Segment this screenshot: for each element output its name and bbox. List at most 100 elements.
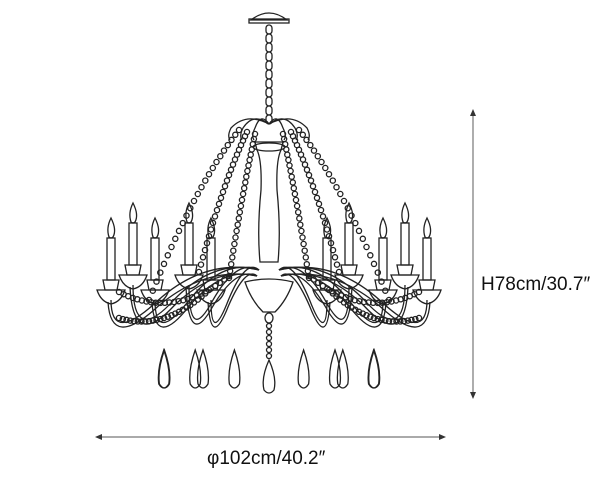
bead-strand <box>228 136 235 144</box>
bead-strand <box>153 278 160 285</box>
center-bowl <box>244 278 294 313</box>
bead-strand <box>157 269 164 276</box>
bead-strand <box>245 162 252 169</box>
crystal-drop <box>157 348 170 389</box>
chain-link <box>265 87 273 98</box>
canopy-base <box>248 18 290 24</box>
bead-swag <box>415 314 423 322</box>
crown-arc <box>252 118 270 141</box>
crystal-drop <box>297 348 310 389</box>
bead-strand <box>374 269 382 276</box>
chain-link <box>265 69 273 80</box>
bead-strand <box>311 188 319 196</box>
candle-cup <box>418 279 436 291</box>
bead-strand <box>247 151 254 158</box>
bead-strand <box>227 166 235 174</box>
bead <box>265 322 273 330</box>
candle-arm <box>151 273 258 328</box>
candle-cup <box>180 264 198 276</box>
crown-arc <box>268 118 286 141</box>
bead-strand <box>243 173 250 180</box>
bead-strand <box>315 200 323 208</box>
flame-icon <box>323 216 332 239</box>
candle-cup <box>102 279 120 291</box>
bead-strand <box>325 232 333 240</box>
candle-arm <box>278 266 350 320</box>
bead-strand <box>323 226 331 233</box>
candle <box>344 222 354 266</box>
bead-strand <box>207 226 215 233</box>
bead-swag <box>127 317 134 324</box>
candle-arm <box>280 273 353 325</box>
bead-strand <box>367 252 374 259</box>
bead-strand <box>211 213 219 220</box>
bowl-finial <box>264 312 274 324</box>
flame-icon <box>107 216 116 239</box>
candle <box>106 237 116 281</box>
bobeche <box>390 274 420 290</box>
bead-strand <box>300 240 307 248</box>
bead-strand <box>209 219 217 227</box>
chandelier-illustration <box>96 12 442 394</box>
bead-strand <box>246 156 253 164</box>
chain-link <box>265 33 273 44</box>
candle-arm <box>188 266 260 320</box>
bobeche <box>334 274 364 290</box>
bead-strand <box>230 247 237 254</box>
crystal-drop <box>368 348 381 389</box>
bead-strand <box>219 188 227 196</box>
bead-strand <box>297 221 304 228</box>
crown-arc <box>240 118 270 141</box>
bead-strand <box>205 232 213 240</box>
bead-strand <box>221 182 229 190</box>
bead-strand <box>240 184 248 192</box>
bobeche <box>140 289 170 305</box>
bead-swag <box>412 315 419 323</box>
bead-strand <box>363 243 370 251</box>
chain-link <box>265 96 273 107</box>
candle-arm <box>207 273 258 328</box>
bead-strand <box>325 170 333 178</box>
candle <box>422 237 432 281</box>
chain-link <box>265 60 273 71</box>
bead-strand <box>231 240 238 248</box>
bead-strand <box>225 171 233 179</box>
bead-strand <box>234 221 241 228</box>
bead-strand <box>378 278 385 285</box>
bead-strand <box>318 158 325 166</box>
bead-strand <box>299 234 306 241</box>
bead-strand <box>197 261 205 268</box>
height-label: H78cm/30.7″ <box>481 274 591 295</box>
bead-strand <box>289 179 297 186</box>
bead <box>265 340 273 348</box>
candle-cup <box>396 264 414 276</box>
candle-arm <box>280 273 331 328</box>
bead-strand <box>205 170 213 178</box>
bead-strand <box>236 208 244 216</box>
bead-strand <box>244 167 251 175</box>
bead-strand <box>333 261 341 268</box>
diameter-dimension-line <box>95 434 446 440</box>
bead-strand <box>305 171 313 179</box>
flame-icon <box>185 201 194 224</box>
crystal-drop <box>228 348 241 389</box>
bead-strand <box>301 161 309 168</box>
flame-icon <box>129 201 138 224</box>
crown-arc <box>268 118 310 141</box>
bead-strand <box>223 177 231 184</box>
bead-strand <box>229 254 236 261</box>
bead-strand <box>242 179 249 186</box>
bead-strand <box>331 254 339 261</box>
bead-strand <box>299 156 307 163</box>
crystal-drop <box>336 348 349 389</box>
candle <box>400 222 410 266</box>
bead-strand <box>149 287 157 294</box>
chain-link <box>265 24 273 35</box>
bead-strand <box>235 126 243 134</box>
bead-strand <box>348 212 355 219</box>
crystal-drop <box>196 348 210 389</box>
bead-strand <box>160 260 168 268</box>
bead-strand <box>198 183 205 191</box>
bead-strand <box>285 156 292 164</box>
